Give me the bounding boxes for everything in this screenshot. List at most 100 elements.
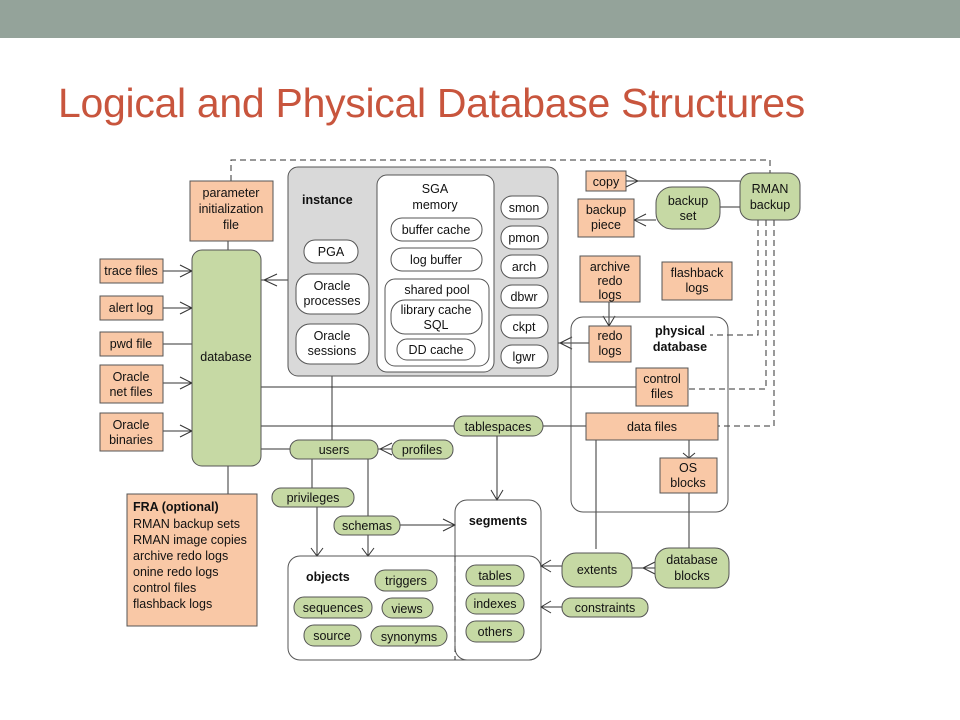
parameter-file-label-3: file xyxy=(223,218,239,232)
views-label: views xyxy=(391,602,422,616)
library-cache-node xyxy=(390,299,483,335)
indexes-node xyxy=(465,592,525,615)
rman-backup-label: RMAN xyxy=(752,182,789,196)
dd-cache-node xyxy=(396,338,476,361)
privileges-label: privileges xyxy=(287,491,340,505)
synonyms-label: synonyms xyxy=(381,630,437,644)
trace-files-label: trace files xyxy=(104,264,158,278)
source-node xyxy=(303,624,362,647)
dd-cache-label: DD cache xyxy=(409,343,464,357)
alert-log-node xyxy=(99,295,164,321)
database-blocks-label-2: blocks xyxy=(674,569,709,583)
archive-redo-logs-label-3: logs xyxy=(599,288,622,302)
triggers-label: triggers xyxy=(385,574,427,588)
dbwr-label: dbwr xyxy=(510,290,537,304)
copy-node xyxy=(585,170,627,192)
backup-piece-label: backup xyxy=(586,203,626,217)
tables-label: tables xyxy=(478,569,511,583)
oracle-binaries-label-2: binaries xyxy=(109,433,153,447)
ckpt-node xyxy=(500,314,549,339)
triggers-node xyxy=(374,569,438,592)
trace-files-node xyxy=(99,258,164,284)
pga-label: PGA xyxy=(318,245,345,259)
physical-database-box xyxy=(570,316,729,513)
oracle-binaries-node xyxy=(99,412,164,452)
oracle-net-files-label-2: net files xyxy=(109,385,152,399)
tablespaces-node xyxy=(453,415,544,437)
oracle-net-files-node xyxy=(99,364,164,404)
fra-item: flashback logs xyxy=(133,597,212,611)
privileges-node xyxy=(271,487,355,508)
pwd-file-node xyxy=(99,331,164,357)
extents-node xyxy=(561,552,633,588)
constraints-label: constraints xyxy=(575,601,635,615)
pmon-node xyxy=(500,225,549,250)
control-files-label-2: files xyxy=(651,387,673,401)
data-files-label: data files xyxy=(627,420,677,434)
flashback-logs-label: flashback xyxy=(671,266,725,280)
schemas-label: schemas xyxy=(342,519,392,533)
control-files-label: control xyxy=(643,372,681,386)
dbwr-node xyxy=(500,284,549,309)
oracle-net-files-label: Oracle xyxy=(113,370,150,384)
views-node xyxy=(381,597,434,619)
flashback-logs-label-2: logs xyxy=(686,281,709,295)
backup-piece-node xyxy=(577,198,635,238)
sga-label-2: memory xyxy=(412,198,458,212)
backup-piece-label-2: piece xyxy=(591,218,621,232)
database-label: database xyxy=(200,350,251,364)
redo-logs-node xyxy=(588,325,632,363)
log-buffer-node xyxy=(390,247,483,272)
schemas-node xyxy=(333,515,401,536)
parameter-file-label-2: initialization xyxy=(199,202,264,216)
shared-pool-label: shared pool xyxy=(404,283,469,297)
library-cache-label: library cache xyxy=(401,303,472,317)
instance-label: instance xyxy=(302,193,353,207)
redo-logs-label-2: logs xyxy=(599,344,622,358)
buffer-cache-node xyxy=(390,217,483,242)
smon-label: smon xyxy=(509,201,540,215)
oracle-sessions-node xyxy=(295,323,370,365)
header-bar xyxy=(0,0,960,38)
backup-set-node xyxy=(655,186,721,230)
sequences-node xyxy=(293,596,373,619)
rman-backup-node xyxy=(739,172,801,221)
lgwr-label: lgwr xyxy=(513,350,536,364)
sga-label: SGA xyxy=(422,182,449,196)
database-blocks-node xyxy=(654,547,730,589)
profiles-node xyxy=(391,439,454,460)
ckpt-label: ckpt xyxy=(513,320,536,334)
dashed-connectors xyxy=(230,159,775,427)
os-blocks-label: OS xyxy=(679,461,697,475)
objects-box xyxy=(287,555,542,661)
flashback-logs-node xyxy=(661,261,733,301)
fra-title: FRA (optional) xyxy=(133,500,219,514)
fra-item: RMAN image copies xyxy=(133,533,247,547)
database-node xyxy=(191,249,262,467)
extents-label: extents xyxy=(577,563,617,577)
archive-redo-logs-label: archive xyxy=(590,260,630,274)
smon-node xyxy=(500,195,549,220)
others-label: others xyxy=(478,625,513,639)
synonyms-node xyxy=(370,625,448,647)
fra-item: RMAN backup sets xyxy=(133,517,240,531)
oracle-processes-node xyxy=(295,273,370,315)
parameter-file-label: parameter xyxy=(203,186,260,200)
arch-node xyxy=(500,254,549,279)
os-blocks-label-2: blocks xyxy=(670,476,705,490)
source-label: source xyxy=(313,629,351,643)
fra-item: archive redo logs xyxy=(133,549,228,563)
sequences-label: sequences xyxy=(303,601,363,615)
buffer-cache-label: buffer cache xyxy=(402,223,471,237)
segments-label: segments xyxy=(469,514,527,528)
library-cache-label-2: SQL xyxy=(423,318,448,332)
arch-label: arch xyxy=(512,260,536,274)
slide-title: Logical and Physical Database Structures xyxy=(58,80,805,126)
others-node xyxy=(465,620,525,643)
parameter-file-node xyxy=(189,180,274,242)
oracle-binaries-label: Oracle xyxy=(113,418,150,432)
physical-database-label-2: database xyxy=(653,340,707,354)
rman-backup-label-2: backup xyxy=(750,198,790,212)
indexes-label: indexes xyxy=(473,597,516,611)
